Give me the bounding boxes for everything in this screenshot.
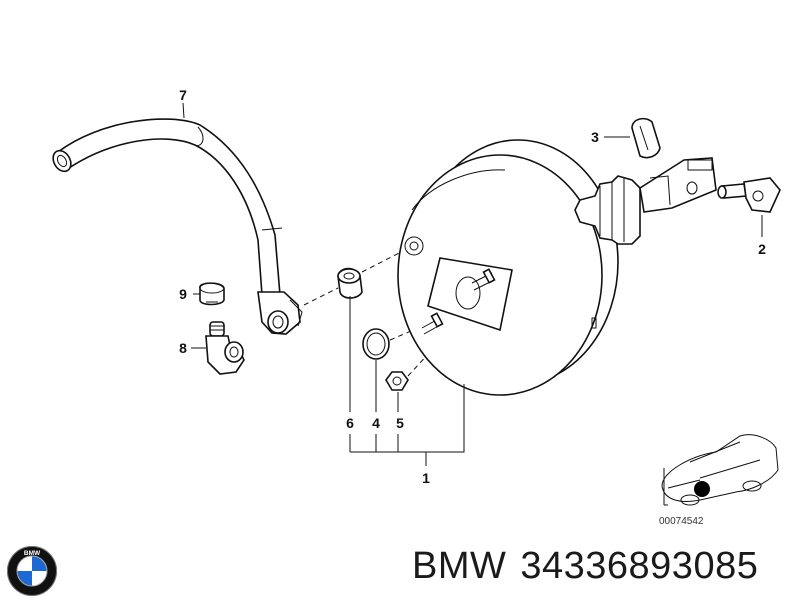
callout-8: 8 xyxy=(179,340,187,356)
grommet-part-6 xyxy=(337,267,363,299)
push-rod-bellows xyxy=(574,157,717,245)
leader-7 xyxy=(182,102,185,119)
vacuum-hose-part-7 xyxy=(52,118,303,335)
vehicle-location-thumbnail xyxy=(661,434,779,506)
bmw-logo: BMW xyxy=(7,546,57,596)
footer-part-label: BMW 34336893085 xyxy=(412,545,758,588)
footer-brand: BMW xyxy=(412,545,507,587)
callout-2: 2 xyxy=(758,241,766,257)
diagram-reference-code: 00074542 xyxy=(659,516,704,527)
callout-5: 5 xyxy=(396,415,404,431)
check-valve-part-8 xyxy=(205,321,245,375)
footer-part-number: 34336893085 xyxy=(520,545,759,587)
callout-7: 7 xyxy=(179,87,187,103)
leader-hose-to-grommet xyxy=(303,287,339,306)
o-ring-part-4 xyxy=(362,328,390,360)
bracket-1 xyxy=(350,384,465,453)
clevis-pin-part-2 xyxy=(717,177,781,213)
logo-letters: BMW xyxy=(24,550,41,557)
callout-3: 3 xyxy=(591,129,599,145)
leader-grommet-to-booster xyxy=(361,249,406,273)
callout-6: 6 xyxy=(346,415,354,431)
callout-1: 1 xyxy=(422,470,430,486)
retaining-clip-part-3 xyxy=(631,117,661,159)
nut-part-5 xyxy=(385,371,409,391)
callout-4: 4 xyxy=(372,415,380,431)
brake-booster-part-1 xyxy=(397,139,619,396)
hose-clamp-part-9 xyxy=(199,282,225,306)
callout-9: 9 xyxy=(179,286,187,302)
bracket-1-ticks xyxy=(349,434,427,466)
